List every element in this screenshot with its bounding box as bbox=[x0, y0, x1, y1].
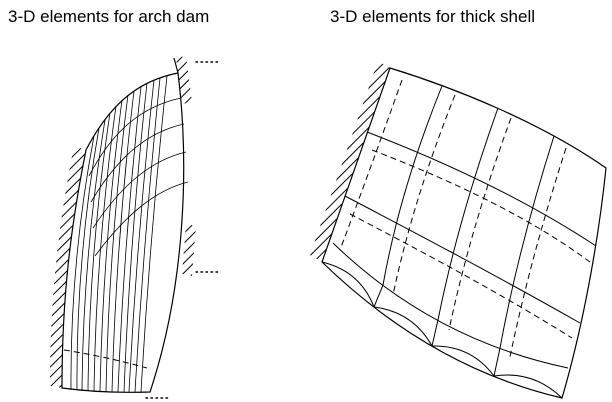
support-hatching-mid-right-icon bbox=[182, 224, 196, 276]
thick-shell-mesh-radials bbox=[382, 85, 555, 349]
thick-shell-front-edge bbox=[332, 242, 569, 369]
arch-dam-crest-edge bbox=[173, 57, 179, 74]
thick-shell-title: 3-D elements for thick shell bbox=[330, 7, 536, 26]
thick-shell-outline bbox=[321, 67, 607, 399]
arch-dam-title: 3-D elements for arch dam bbox=[8, 7, 210, 26]
arch-dam-figure bbox=[50, 56, 221, 399]
arch-dam-outline bbox=[61, 72, 185, 393]
thick-shell-figure bbox=[310, 61, 607, 399]
support-hatching-shell-icon bbox=[310, 61, 390, 262]
arch-dam-vertical-mesh bbox=[70, 75, 168, 393]
thick-shell-mesh-rows bbox=[344, 131, 597, 324]
dotted-marks bbox=[145, 61, 221, 399]
arch-dam-hidden-base-line bbox=[63, 349, 148, 369]
thick-shell-thickness-edges bbox=[373, 284, 501, 377]
support-hatching-top-right-icon bbox=[176, 56, 192, 104]
support-hatching-left-icon bbox=[50, 146, 86, 388]
thick-shell-front-arcs bbox=[321, 261, 563, 399]
thick-shell-hidden-mesh bbox=[339, 79, 591, 358]
